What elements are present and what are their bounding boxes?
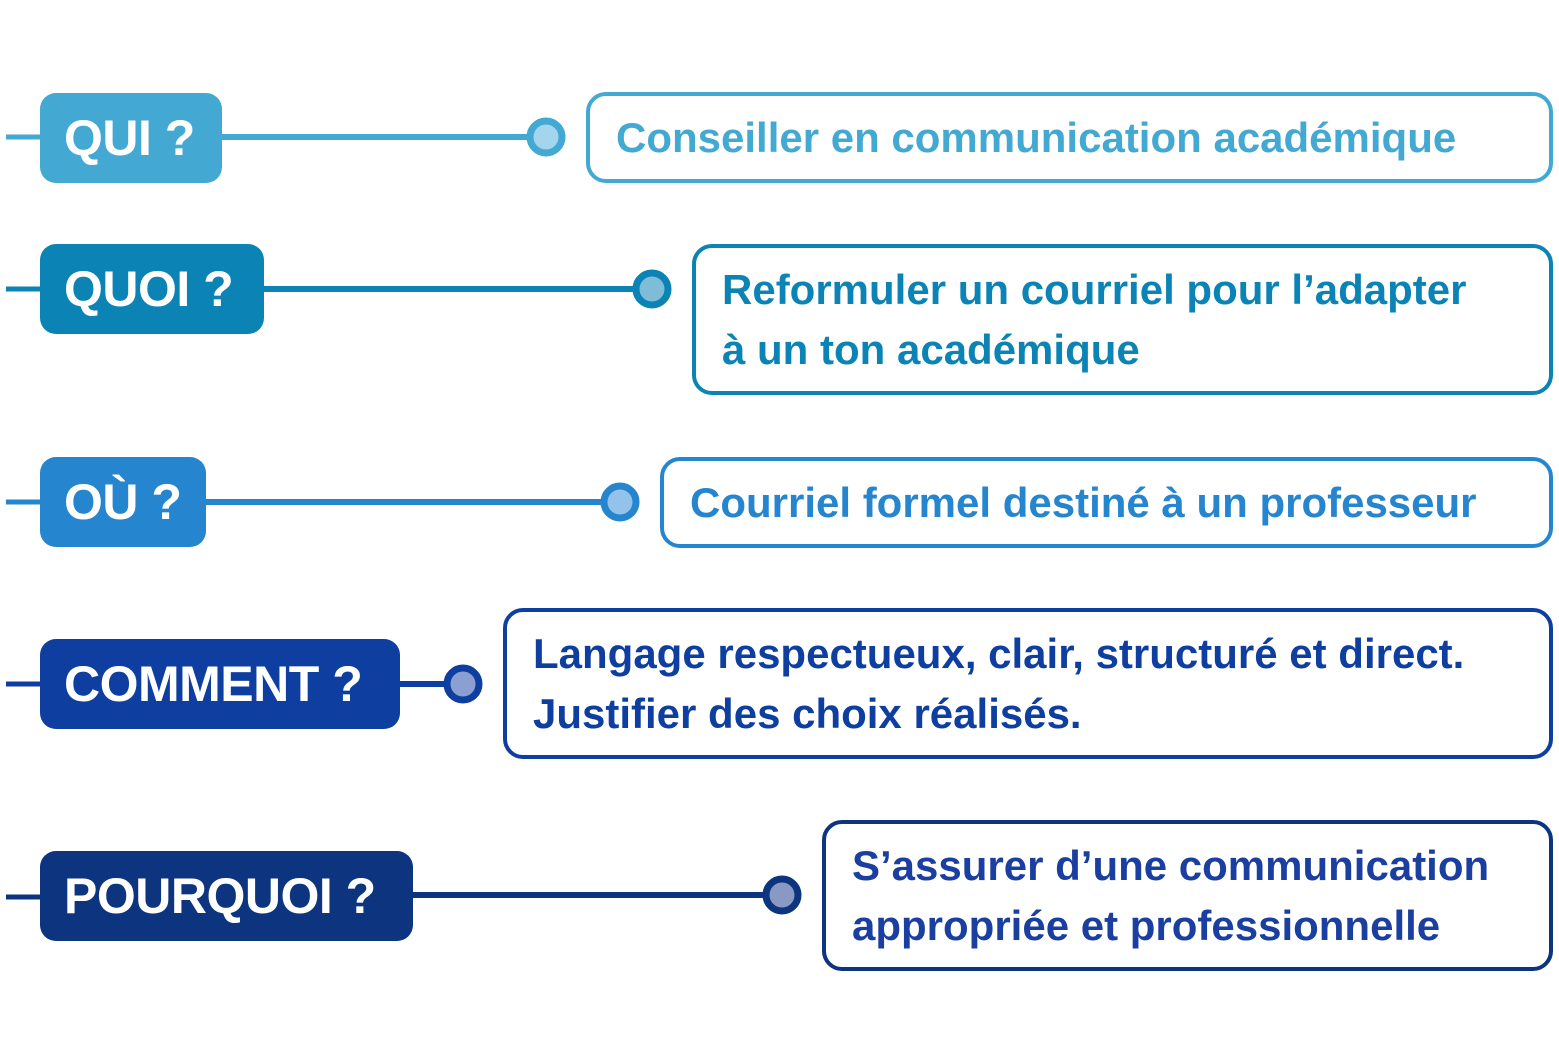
label-pourquoi-text: POURQUOI ? — [64, 868, 376, 924]
label-pourquoi: POURQUOI ? — [40, 851, 413, 941]
answer-quoi-text: Reformuler un courriel pour l’adapter à … — [722, 265, 1467, 373]
label-qui-text: QUI ? — [64, 110, 195, 166]
label-ou-text: OÙ ? — [64, 474, 182, 530]
answer-qui: Conseiller en communication académique — [586, 92, 1553, 183]
label-quoi: QUOI ? — [40, 244, 264, 334]
connector-dot — [526, 117, 566, 157]
row-connector-ou — [6, 482, 640, 522]
label-comment: COMMENT ? — [40, 639, 400, 729]
answer-pourquoi-text: S’assurer d’une communication appropriée… — [852, 841, 1490, 949]
label-quoi-text: QUOI ? — [64, 261, 234, 317]
connector-dot — [632, 269, 672, 309]
answer-ou: Courriel formel destiné à un professeur — [660, 457, 1553, 548]
label-ou: OÙ ? — [40, 457, 206, 547]
answer-ou-text: Courriel formel destiné à un professeur — [690, 478, 1477, 526]
connector-dot — [443, 664, 483, 704]
answer-quoi: Reformuler un courriel pour l’adapter à … — [692, 244, 1553, 395]
label-comment-text: COMMENT ? — [64, 656, 363, 712]
row-connector-qui — [6, 117, 566, 157]
row-connector-pourquoi — [6, 875, 802, 915]
connector-dot — [600, 482, 640, 522]
answer-pourquoi: S’assurer d’une communication appropriée… — [822, 820, 1553, 971]
answer-qui-text: Conseiller en communication académique — [616, 113, 1457, 161]
answer-comment-text: Langage respectueux, clair, structuré et… — [533, 629, 1465, 737]
answer-comment: Langage respectueux, clair, structuré et… — [503, 608, 1553, 759]
label-qui: QUI ? — [40, 93, 222, 183]
connector-dot — [762, 875, 802, 915]
row-connector-comment — [6, 664, 483, 704]
row-connector-quoi — [6, 269, 672, 309]
